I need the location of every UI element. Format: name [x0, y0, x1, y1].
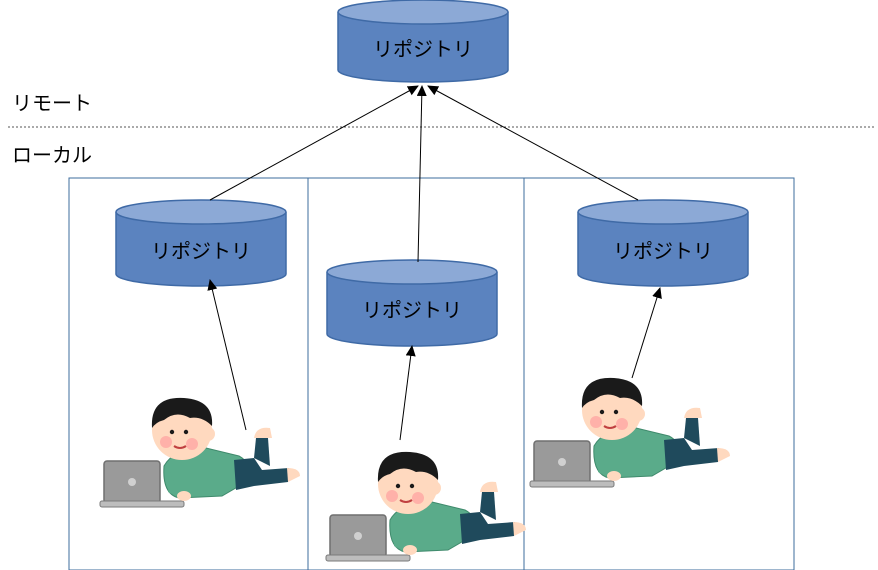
local-repository-right-label: リポジトリ: [613, 239, 713, 263]
person-with-laptop-icon: [529, 376, 731, 488]
person-with-laptop-icon: [99, 396, 301, 508]
commit-arrow-center: [399, 345, 416, 441]
local-repository-center-label: リポジトリ: [362, 298, 462, 322]
push-arrow-left: [209, 85, 419, 201]
local-repository-left-label: リポジトリ: [151, 239, 251, 263]
push-arrow-right: [427, 85, 639, 201]
commit-arrow-right: [631, 287, 662, 379]
remote-zone-label: リモート: [12, 91, 92, 115]
local-repository-center: リポジトリ: [326, 259, 498, 347]
person-with-laptop-icon: [325, 450, 527, 562]
local-repository-right: リポジトリ: [577, 199, 749, 287]
commit-arrow-left: [207, 279, 247, 431]
local-repository-left: リポジトリ: [115, 199, 287, 287]
local-area-frame: [68, 177, 795, 570]
push-arrow-center: [416, 85, 427, 263]
local-zone-label: ローカル: [12, 143, 92, 167]
remote-repository: リポジトリ: [337, 0, 509, 83]
remote-repository-label: リポジトリ: [373, 37, 473, 61]
